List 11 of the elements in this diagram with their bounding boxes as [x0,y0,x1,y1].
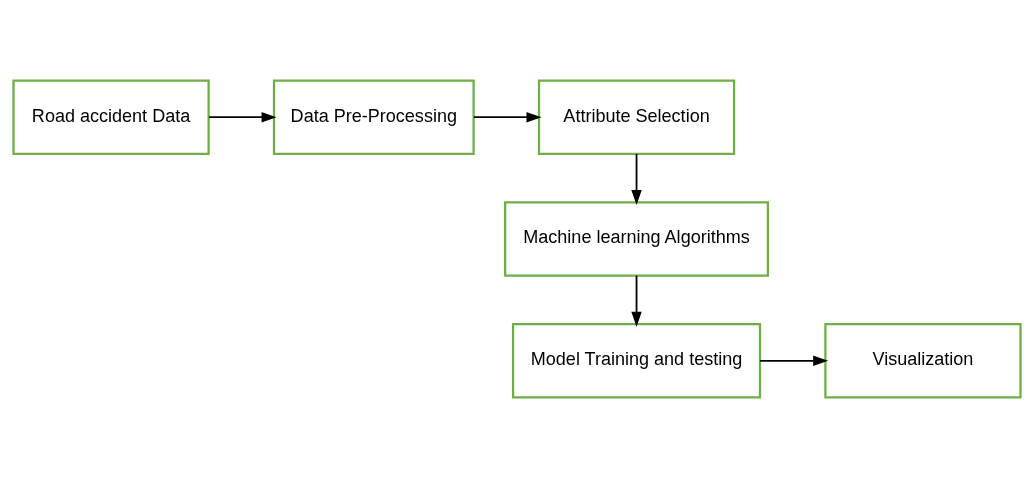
arrow [207,111,276,122]
node-box: Machine learning Algorithms [503,200,769,277]
node-box: Data Pre-Processing [272,78,475,155]
arrow [472,111,541,122]
arrow [758,355,828,366]
node-box: Model Training and testing [511,322,761,399]
node-box: Road accident Data [11,78,210,155]
node-box: Attribute Selection [537,78,735,155]
arrow [630,274,642,327]
node-box: Visualization [823,322,1022,399]
arrow [630,152,642,205]
